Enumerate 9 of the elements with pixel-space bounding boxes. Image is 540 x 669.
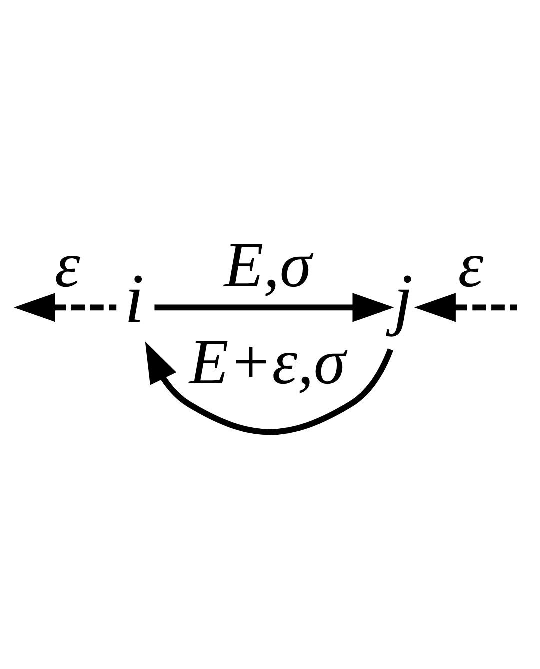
arrow (414, 292, 518, 322)
arrow (145, 341, 394, 435)
arrow (14, 292, 117, 322)
edge-label: E,σ (224, 228, 312, 300)
node-text: i (124, 260, 144, 338)
arrow (154, 292, 394, 322)
edge-label: E+ε,σ (189, 324, 346, 397)
edge-label: ε (54, 228, 80, 300)
edge-label: ε (458, 228, 484, 300)
